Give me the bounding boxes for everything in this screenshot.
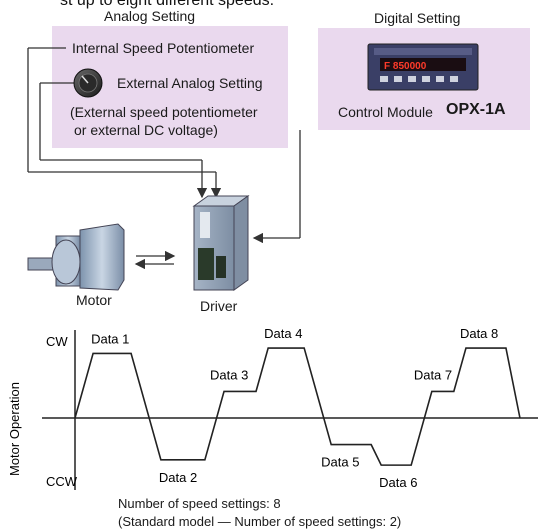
segment-label-4: Data 4 <box>264 326 302 341</box>
ccw-label: CCW <box>46 474 78 489</box>
segment-label-1: Data 1 <box>91 331 129 346</box>
motor-driver-arrows <box>134 250 176 270</box>
driver-icon <box>192 195 250 291</box>
driver-label: Driver <box>200 298 238 314</box>
segment-label-3: Data 3 <box>210 367 248 382</box>
segment-label-5: Data 5 <box>321 455 359 470</box>
internal-pot-wire <box>27 47 222 199</box>
cw-label: CW <box>46 334 68 349</box>
segment-label-8: Data 8 <box>460 326 498 341</box>
potentiometer-knob-icon <box>73 68 103 98</box>
speed-settings-note: Number of speed settings: 8 <box>118 496 281 511</box>
motor-icon <box>27 223 125 291</box>
y-axis-label: Motor Operation <box>7 382 22 476</box>
speed-chart: Data 1 Data 2 Data 3 Data 4 Data 5 Data 6 Data… <box>7 326 538 490</box>
control-module-model: OPX-1A <box>446 101 506 118</box>
analog-note-line2: or external DC voltage) <box>74 122 218 138</box>
segment-label-2: Data 2 <box>159 470 197 485</box>
module-display-text: F 850000 <box>384 61 427 72</box>
segment-label-6: Data 6 <box>379 475 417 490</box>
cutoff-caption: st up to eight different speeds. <box>60 0 275 9</box>
digital-wire <box>252 130 301 244</box>
external-analog-setting-label: External Analog Setting <box>117 75 263 91</box>
control-module-label: Control Module <box>338 104 433 120</box>
external-analog-wire <box>39 82 208 199</box>
digital-setting-title: Digital Setting <box>374 10 461 26</box>
standard-model-note: (Standard model — Number of speed settin… <box>118 514 402 529</box>
speed-profile-line <box>74 347 521 466</box>
analog-setting-title: Analog Setting <box>104 8 196 24</box>
motor-label: Motor <box>76 292 112 308</box>
internal-speed-pot-label: Internal Speed Potentiometer <box>72 40 255 56</box>
control-module-icon: F 850000 <box>367 43 479 91</box>
segment-label-7: Data 7 <box>414 367 452 382</box>
analog-note-line1: (External speed potentiometer <box>70 104 258 120</box>
